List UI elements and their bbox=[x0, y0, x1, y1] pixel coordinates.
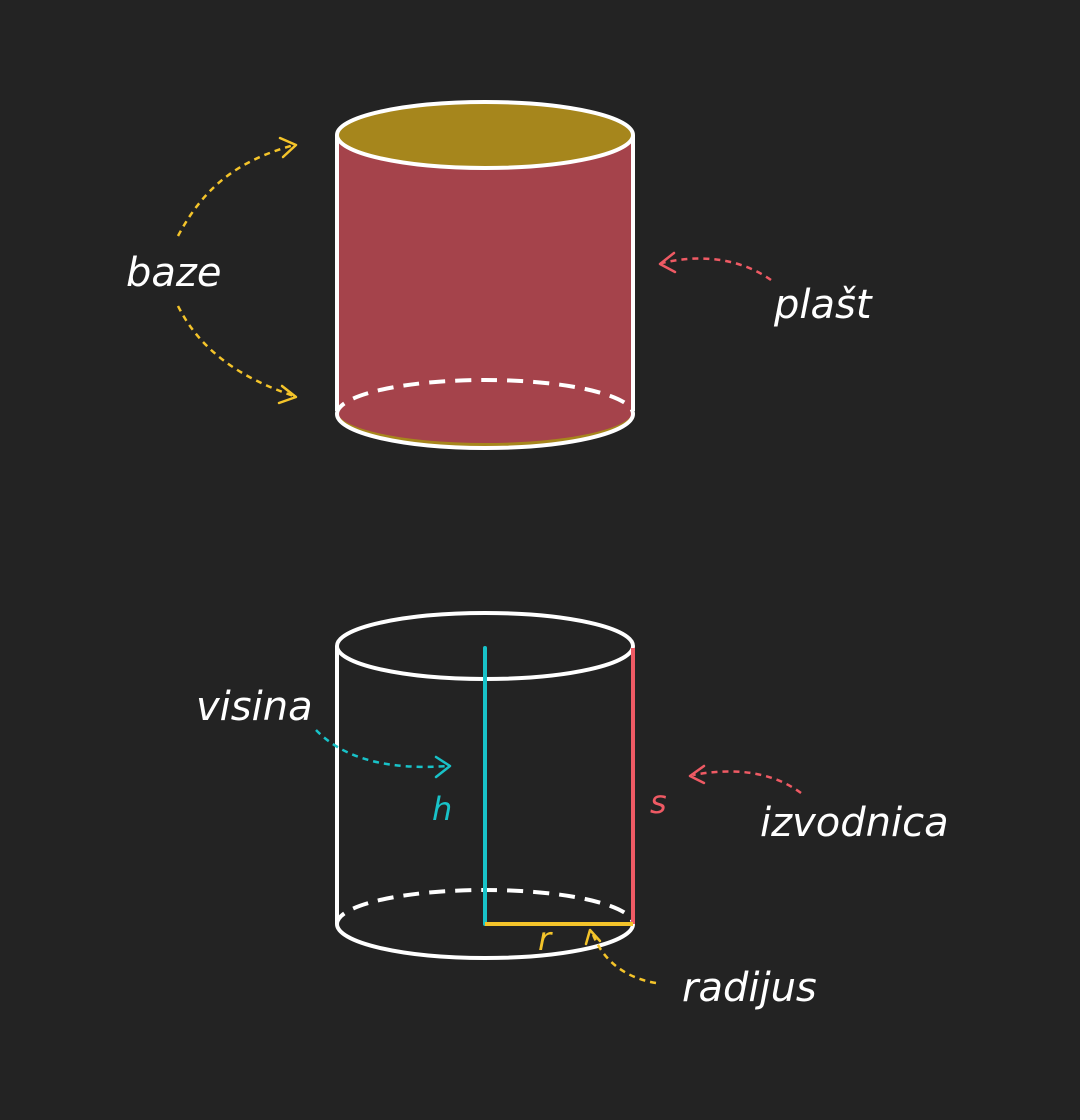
cylinder-parts bbox=[335, 100, 635, 450]
radius-term-label: radijus bbox=[682, 965, 817, 1011]
base-arrow-up-head bbox=[278, 136, 298, 159]
base-arrow-up bbox=[176, 143, 295, 237]
radius-symbol: r bbox=[538, 920, 553, 958]
radius-arrow bbox=[590, 931, 657, 985]
height-arrow bbox=[315, 729, 449, 769]
slant-symbol: s bbox=[650, 783, 667, 821]
bottom-base-front-edge-2 bbox=[335, 924, 635, 960]
slant-arrow-head bbox=[688, 764, 706, 785]
height-symbol: h bbox=[432, 790, 452, 828]
bases-label: baze bbox=[126, 250, 222, 296]
lateral-arrow-head bbox=[658, 251, 677, 274]
cylinder-elements bbox=[335, 611, 635, 960]
radius-arrow-head bbox=[584, 928, 602, 946]
slant-arrow bbox=[692, 770, 802, 795]
base-arrow-down bbox=[176, 305, 295, 398]
lateral-surface bbox=[337, 135, 633, 443]
base-arrow-down-head bbox=[277, 384, 298, 405]
bottom-base-front-edge bbox=[335, 411, 635, 450]
height-term-label: visina bbox=[196, 684, 313, 730]
slant-term-label: izvodnica bbox=[760, 800, 949, 846]
lateral-surface-label: plašt bbox=[773, 282, 873, 328]
bottom-base-hidden-edge bbox=[335, 378, 635, 411]
top-base bbox=[335, 100, 635, 170]
height-arrow-head bbox=[434, 755, 452, 779]
lateral-arrow bbox=[661, 257, 772, 282]
